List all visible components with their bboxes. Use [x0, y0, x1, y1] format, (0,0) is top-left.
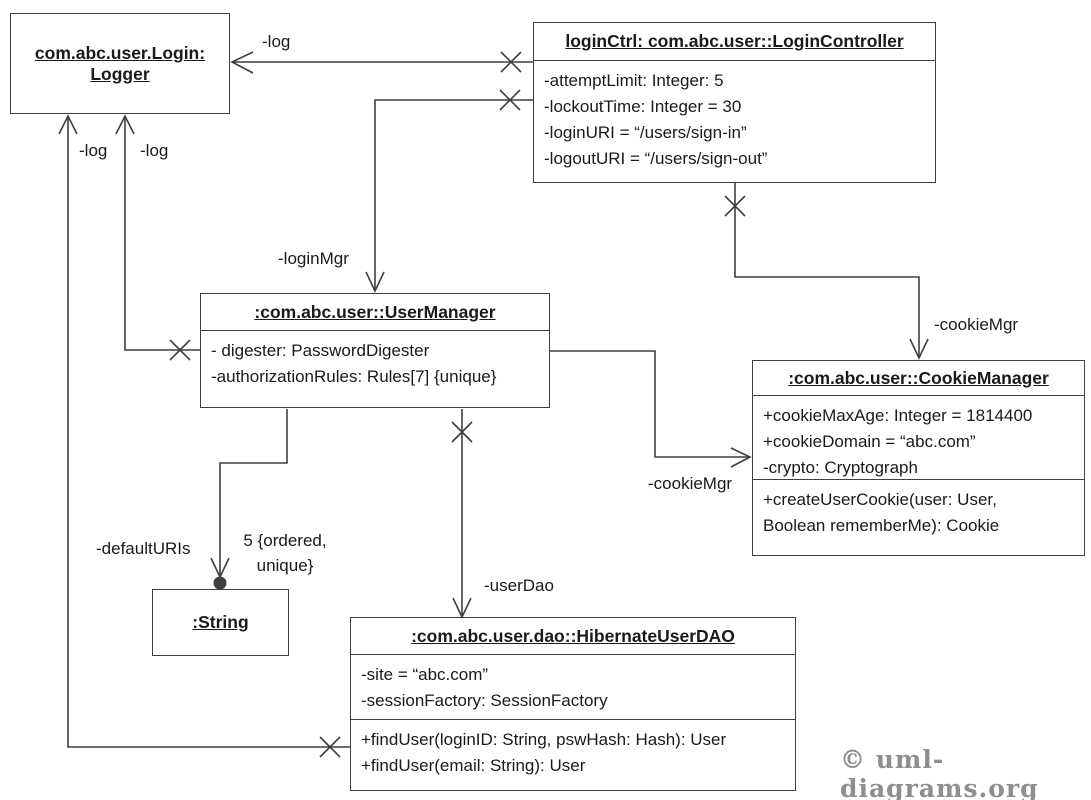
attribute: -loginURI = “/users/sign-in”: [544, 123, 747, 142]
connector-log-top: [230, 51, 533, 74]
attribute: -authorizationRules: Rules[7] {unique}: [211, 367, 497, 386]
object-logger-title-line2: Logger: [90, 63, 150, 84]
connector-log-dao: [58, 114, 350, 758]
attributes-compartment: -site = “abc.com” -sessionFactory: Sessi…: [351, 654, 795, 719]
object-string-title: :String: [192, 612, 249, 632]
edge-label-log-top: -log: [262, 32, 291, 51]
edge-label-login-mgr: -loginMgr: [278, 249, 349, 268]
non-navigable-x: [451, 421, 473, 443]
connector-login-mgr: [365, 89, 533, 293]
non-navigable-x: [499, 89, 521, 111]
attribute: +cookieMaxAge: Integer = 1814400: [763, 406, 1033, 425]
operations-compartment: +findUser(loginID: String, pswHash: Hash…: [351, 719, 795, 783]
attribute: -sessionFactory: SessionFactory: [361, 691, 608, 710]
connector-user-dao: [451, 409, 473, 619]
object-user-manager: :com.abc.user::UserManager - digester: P…: [200, 293, 550, 408]
object-string: :String: [152, 589, 289, 656]
ownership-dot: [213, 576, 227, 590]
attribute: -crypto: Cryptograph: [763, 458, 918, 477]
attribute: +cookieDomain = “abc.com”: [763, 432, 976, 451]
attribute: -attemptLimit: Integer: 5: [544, 71, 724, 90]
object-login-controller: loginCtrl: com.abc.user::LoginController…: [533, 22, 936, 183]
edge-label-cookie-mgr-right: -cookieMgr: [934, 315, 1019, 334]
open-arrowhead: [58, 114, 78, 135]
open-arrowhead: [730, 447, 752, 468]
open-arrowhead: [230, 51, 254, 74]
attribute: -site = “abc.com”: [361, 665, 489, 684]
open-arrowhead: [115, 114, 135, 135]
non-navigable-x: [169, 339, 191, 361]
edge-label-log-left: -log: [79, 141, 108, 160]
connector-log-usermanager: [115, 114, 200, 361]
attributes-compartment: - digester: PasswordDigester -authorizat…: [201, 330, 549, 394]
edge-label-user-dao: -userDao: [484, 576, 554, 595]
non-navigable-x: [500, 51, 522, 73]
connector-cookie-mgr-right: [724, 183, 929, 360]
non-navigable-x: [724, 195, 746, 217]
object-logger-title-line1: com.abc.user.Login:: [34, 42, 206, 63]
object-hibernate-user-dao: :com.abc.user.dao::HibernateUserDAO -sit…: [350, 617, 796, 791]
operation: +createUserCookie(user: User,: [763, 490, 997, 509]
attributes-compartment: -attemptLimit: Integer: 5 -lockoutTime: …: [534, 60, 935, 176]
edge-label-log-mid: -log: [140, 141, 169, 160]
operation: Boolean rememberMe): Cookie: [763, 516, 1000, 535]
object-cookie-manager-title: :com.abc.user::CookieManager: [788, 367, 1049, 388]
attribute: -lockoutTime: Integer = 30: [544, 97, 742, 116]
attribute: - digester: PasswordDigester: [211, 341, 430, 360]
connector-default-uris: [210, 409, 288, 590]
operation: +findUser(loginID: String, pswHash: Hash…: [361, 730, 727, 749]
copyright-text: © uml-diagrams.org: [840, 745, 1039, 800]
object-logger: com.abc.user.Login: Logger: [10, 13, 230, 114]
object-user-manager-title: :com.abc.user::UserManager: [254, 301, 496, 322]
object-login-controller-title: loginCtrl: com.abc.user::LoginController: [565, 31, 904, 51]
operation: +findUser(email: String): User: [361, 756, 586, 775]
open-arrowhead: [909, 338, 929, 360]
connector-cookie-mgr-mid: [549, 350, 752, 468]
attribute: -logoutURI = “/users/sign-out”: [544, 149, 768, 168]
attributes-compartment: +cookieMaxAge: Integer = 1814400 +cookie…: [753, 395, 1084, 479]
open-arrowhead: [365, 271, 385, 293]
edge-label-multiplicity: 5 {ordered, unique}: [243, 531, 327, 575]
object-cookie-manager: :com.abc.user::CookieManager +cookieMaxA…: [752, 360, 1085, 556]
edge-label-default-uris: -defaultURIs: [96, 539, 191, 558]
edge-label-cookie-mgr-mid: -cookieMgr: [648, 474, 733, 493]
operations-compartment: +createUserCookie(user: User, Boolean re…: [753, 479, 1084, 543]
non-navigable-x: [319, 736, 341, 758]
object-hibernate-user-dao-title: :com.abc.user.dao::HibernateUserDAO: [411, 625, 735, 646]
